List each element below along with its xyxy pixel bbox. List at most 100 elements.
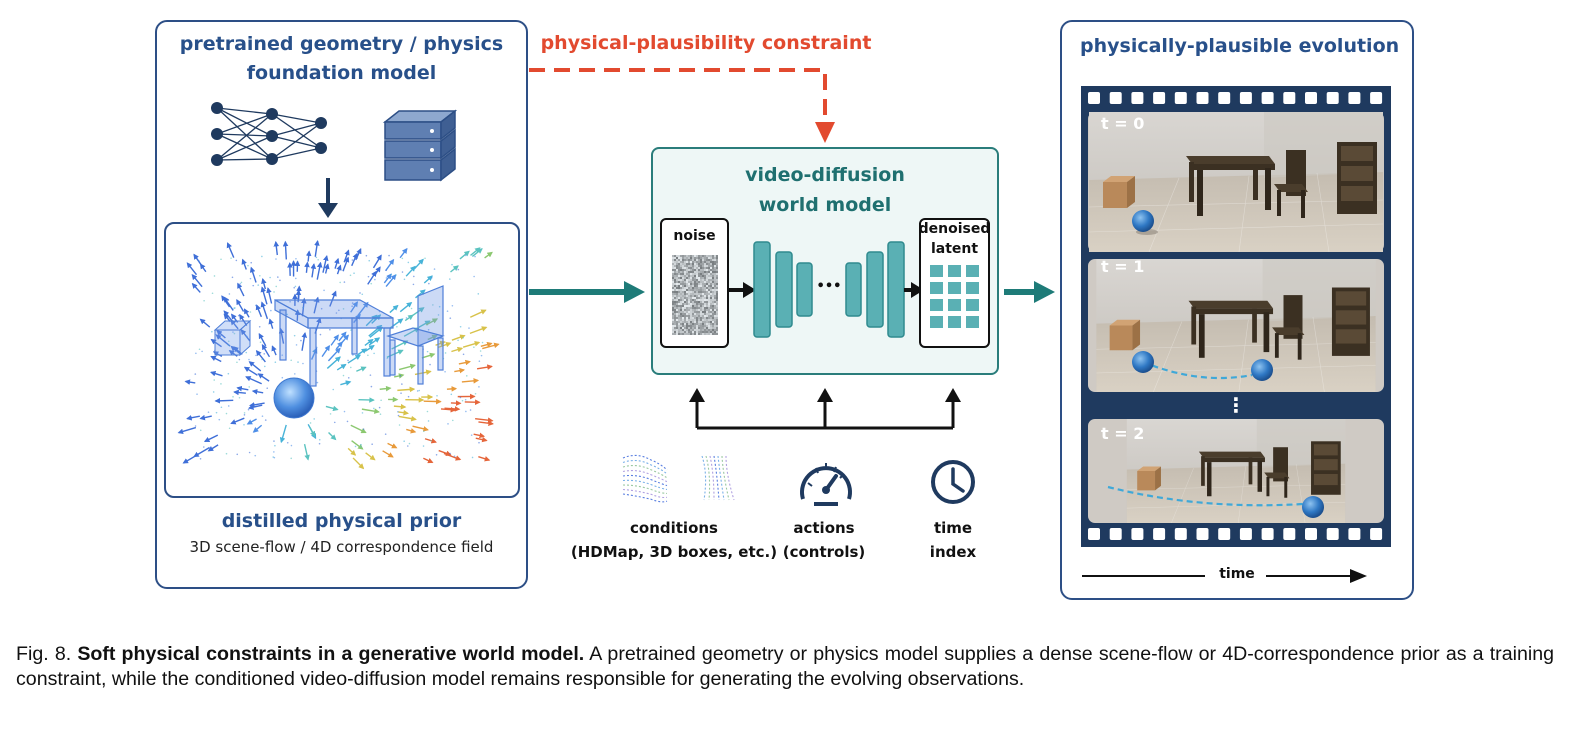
flow-point (342, 308, 345, 310)
flow-point (444, 370, 446, 373)
flow-point (295, 344, 298, 346)
noise-pixel (676, 313, 678, 315)
noise-pixel (700, 283, 702, 285)
noise-pixel (682, 285, 684, 287)
noise-pixel (674, 297, 676, 299)
noise-pixel (694, 323, 696, 325)
noise-pixel (710, 301, 712, 303)
noise-pixel (698, 319, 700, 321)
flow-arrow (310, 263, 317, 278)
actions-label-line1: actions (793, 519, 855, 537)
flow-point (407, 395, 410, 398)
noise-pixel (698, 329, 700, 331)
flow-point (332, 388, 335, 391)
noise-pixel (714, 267, 716, 269)
noise-pixel (678, 265, 680, 267)
noise-pixel (688, 285, 690, 287)
flow-point (373, 407, 375, 410)
flow-point (386, 357, 389, 359)
noise-pixel (696, 317, 698, 319)
noise-pixel (698, 273, 700, 275)
noise-pixel (672, 313, 674, 315)
noise-pixel (680, 271, 682, 273)
noise-pixel (706, 317, 708, 319)
unet-ellipsis: ••• (816, 279, 842, 294)
noise-pixel (672, 267, 674, 269)
flow-arrow (236, 385, 249, 392)
sprocket-hole (1370, 528, 1383, 540)
noise-pixel (706, 299, 708, 301)
noise-pixel (704, 287, 706, 289)
noise-pixel (710, 327, 712, 329)
noise-pixel (680, 293, 682, 295)
noise-pixel (696, 315, 698, 317)
sprocket-hole (1370, 92, 1383, 104)
noise-pixel (712, 295, 714, 297)
noise-pixel (678, 293, 680, 295)
noise-pixel (700, 313, 702, 315)
noise-pixel (672, 275, 674, 277)
noise-pixel (716, 259, 718, 261)
noise-pixel (690, 273, 692, 275)
noise-pixel (688, 303, 690, 305)
sprocket-hole (1261, 528, 1274, 540)
noise-pixel (704, 315, 706, 317)
noise-pixel (674, 319, 676, 321)
noise-pixel (704, 259, 706, 261)
flow-arrow (230, 345, 241, 355)
flow-point (450, 393, 453, 396)
noise-pixel (682, 313, 684, 315)
noise-pixel (700, 281, 702, 283)
flow-point (480, 354, 483, 357)
noise-pixel (714, 297, 716, 299)
noise-pixel (712, 329, 714, 331)
noise-pixel (694, 297, 696, 299)
flow-point (293, 373, 296, 375)
noise-pixel (690, 305, 692, 307)
noise-pixel (690, 293, 692, 295)
flow-point (347, 359, 349, 362)
sprocket-hole (1174, 92, 1187, 104)
flow-arrow (193, 446, 210, 458)
flow-arrow (326, 356, 341, 369)
noise-pixel (694, 301, 696, 303)
sprocket-hole (1174, 528, 1187, 540)
noise-pixel (714, 261, 716, 263)
flow-arrow (304, 261, 310, 273)
flow-point (213, 275, 216, 277)
noise-pixel (686, 261, 688, 263)
noise-pixel (682, 287, 684, 289)
noise-pixel (704, 285, 706, 287)
noise-pixel (684, 299, 686, 301)
noise-pixel (676, 325, 678, 327)
noise-pixel (698, 255, 700, 257)
noise-pixel (676, 261, 678, 263)
noise-pixel (704, 283, 706, 285)
noise-pixel (688, 317, 690, 319)
noise-pixel (686, 303, 688, 305)
flow-arrow (387, 442, 398, 449)
noise-pixel (712, 283, 714, 285)
noise-pixel (672, 327, 674, 329)
flow-point (225, 412, 228, 415)
noise-pixel (674, 271, 676, 273)
noise-pixel (700, 305, 702, 307)
noise-pixel (676, 281, 678, 283)
latent-cell (966, 282, 979, 294)
flow-point (235, 259, 238, 262)
noise-pixel (708, 285, 710, 287)
noise-pixel (714, 289, 716, 291)
noise-pixel (702, 305, 704, 307)
flow-point (370, 385, 373, 388)
noise-pixel (712, 301, 714, 303)
noise-pixel (688, 277, 690, 279)
noise-pixel (684, 295, 686, 297)
noise-pixel (694, 285, 696, 287)
noise-pixel (690, 303, 692, 305)
flow-point (405, 317, 408, 319)
noise-pixel (674, 323, 676, 325)
flow-point (433, 268, 436, 270)
physical-prior-subtitle: 3D scene-flow / 4D correspondence field (189, 538, 494, 556)
noise-pixel (704, 295, 706, 297)
flow-point (211, 292, 214, 295)
